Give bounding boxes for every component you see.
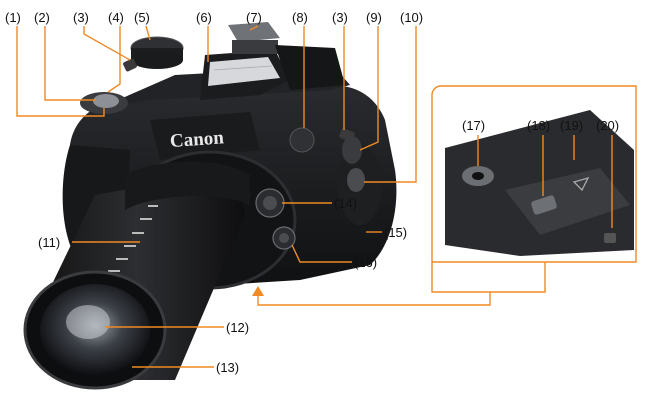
leader-3a bbox=[83, 26, 131, 61]
leader-10 bbox=[364, 26, 417, 183]
brand-plate bbox=[150, 112, 260, 160]
callout-1: (1) bbox=[5, 10, 21, 25]
callout-17: (17) bbox=[462, 118, 485, 133]
callout-3a: (3) bbox=[73, 10, 89, 25]
strap-mount-left bbox=[123, 58, 137, 72]
terminal-cover bbox=[347, 168, 365, 192]
inset-battery-cover bbox=[505, 168, 630, 235]
leader-4 bbox=[107, 26, 121, 93]
callout-13: (13) bbox=[216, 360, 239, 375]
inset-link-arrow bbox=[252, 286, 264, 296]
inset-strap-mount bbox=[604, 233, 616, 243]
flash-button bbox=[289, 127, 315, 153]
callout-11: (11) bbox=[38, 235, 60, 250]
open-arrow bbox=[572, 176, 590, 192]
tripod-socket-hole bbox=[472, 172, 484, 180]
brand-logo: Canon bbox=[169, 127, 225, 152]
callout-labels: (1) (2) (3) (4) (5) (6) (7) (8) (3) (9) … bbox=[5, 10, 619, 375]
callout-3b: (3) bbox=[332, 10, 348, 25]
callout-19: (19) bbox=[560, 118, 583, 133]
inset-frame bbox=[431, 85, 637, 263]
cover-lock-latch bbox=[531, 195, 557, 215]
inset-bracket bbox=[431, 262, 546, 293]
framing-assist-button-inner bbox=[263, 196, 277, 210]
mode-dial-bottom bbox=[131, 51, 183, 69]
lens-highlight bbox=[66, 305, 110, 339]
callout-18: (18) bbox=[527, 118, 550, 133]
leader-lines bbox=[16, 25, 613, 368]
shutter-button bbox=[93, 94, 119, 108]
viewfinder bbox=[275, 45, 345, 90]
callout-20: (20) bbox=[596, 118, 619, 133]
leader-9 bbox=[359, 26, 379, 151]
leader-7 bbox=[249, 25, 259, 31]
callout-2: (2) bbox=[34, 10, 50, 25]
leader-1 bbox=[16, 26, 105, 117]
callout-7: (7) bbox=[246, 10, 262, 25]
callout-6: (6) bbox=[196, 10, 212, 25]
hot-shoe-base bbox=[232, 40, 278, 54]
callout-14: (14) bbox=[334, 196, 357, 211]
leader-2 bbox=[44, 26, 96, 101]
hot-shoe bbox=[228, 22, 280, 42]
callout-8: (8) bbox=[292, 10, 308, 25]
flash-window bbox=[208, 57, 280, 86]
speaker bbox=[342, 136, 362, 164]
callout-9: (9) bbox=[366, 10, 382, 25]
inset-link-line bbox=[257, 290, 491, 306]
callout-16: (16) bbox=[354, 255, 377, 270]
lens-barrel-outer bbox=[125, 161, 250, 210]
callout-12: (12) bbox=[226, 320, 249, 335]
leader-5 bbox=[145, 25, 151, 41]
flash-line bbox=[213, 65, 273, 71]
callout-10: (10) bbox=[400, 10, 423, 25]
bottom-view-inset bbox=[252, 85, 637, 306]
callout-5: (5) bbox=[134, 10, 150, 25]
zoom-assist-button-inner bbox=[279, 233, 289, 243]
callout-15: (15) bbox=[384, 225, 407, 240]
leader-16 bbox=[291, 244, 352, 263]
callout-4: (4) bbox=[108, 10, 124, 25]
camera-illustration: Canon bbox=[23, 22, 397, 390]
